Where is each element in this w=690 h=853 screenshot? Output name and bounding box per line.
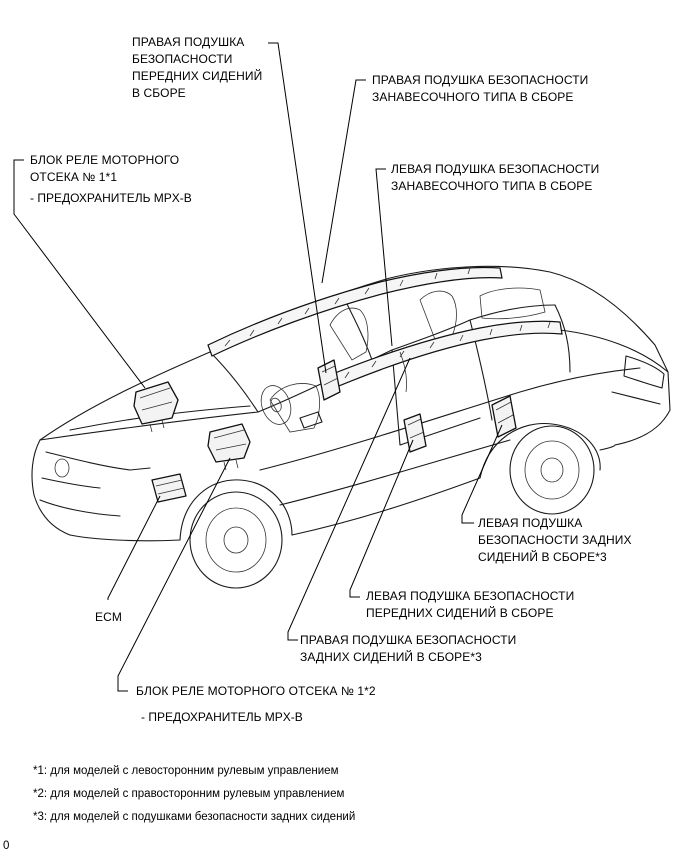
right-curtain-airbag-shape [207, 266, 503, 357]
left-rear-seat-airbag-shape [491, 395, 517, 438]
label-engine-relay-block-2-fuse: - ПРЕДОХРАНИТЕЛЬ MPX-B [141, 710, 303, 724]
ecm-shape [151, 473, 187, 503]
label-engine-relay-block-1: БЛОК РЕЛЕ МОТОРНОГО ОТСЕКА № 1*1 [30, 153, 180, 184]
leader-lines [13, 42, 503, 692]
label-right-front-seat-airbag: ПРАВАЯ ПОДУШКА БЕЗОПАСНОСТИ ПЕРЕДНИХ СИД… [132, 35, 263, 100]
label-ecm: ECM [95, 610, 122, 624]
label-left-front-seat-airbag: ЛЕВАЯ ПОДУШКА БЕЗОПАСНОСТИ ПЕРЕДНИХ СИДЕ… [366, 589, 575, 620]
figure-code: 0 [3, 840, 10, 852]
label-engine-relay-block-1-fuse: - ПРЕДОХРАНИТЕЛЬ MPX-B [30, 191, 192, 205]
label-right-rear-seat-airbag: ПРАВАЯ ПОДУШКА БЕЗОПАСНОСТИ ЗАДНИХ СИДЕН… [300, 633, 517, 664]
left-front-seat-airbag-shape [403, 413, 427, 453]
left-curtain-airbag-shape [329, 320, 563, 393]
footnote-3: *3: для моделей с подушками безопасности… [33, 811, 356, 823]
right-front-seat-airbag-shape [317, 359, 341, 401]
label-left-curtain-airbag: ЛЕВАЯ ПОДУШКА БЕЗОПАСНОСТИ ЗАНАВЕСОЧНОГО… [391, 162, 600, 193]
engine-relay-block-2-shape [207, 423, 251, 471]
label-engine-relay-block-2: БЛОК РЕЛЕ МОТОРНОГО ОТСЕКА № 1*2 [136, 684, 376, 698]
engine-relay-block-1-shape [133, 381, 179, 433]
footnote-2: *2: для моделей с правосторонним рулевым… [33, 788, 345, 800]
car-outline [31, 265, 671, 589]
label-left-rear-seat-airbag: ЛЕВАЯ ПОДУШКА БЕЗОПАСНОСТИ ЗАДНИХ СИДЕНИ… [478, 516, 632, 564]
footnote-1: *1: для моделей с левосторонним рулевым … [33, 765, 339, 777]
label-right-curtain-airbag: ПРАВАЯ ПОДУШКА БЕЗОПАСНОСТИ ЗАНАВЕСОЧНОГ… [372, 73, 589, 104]
